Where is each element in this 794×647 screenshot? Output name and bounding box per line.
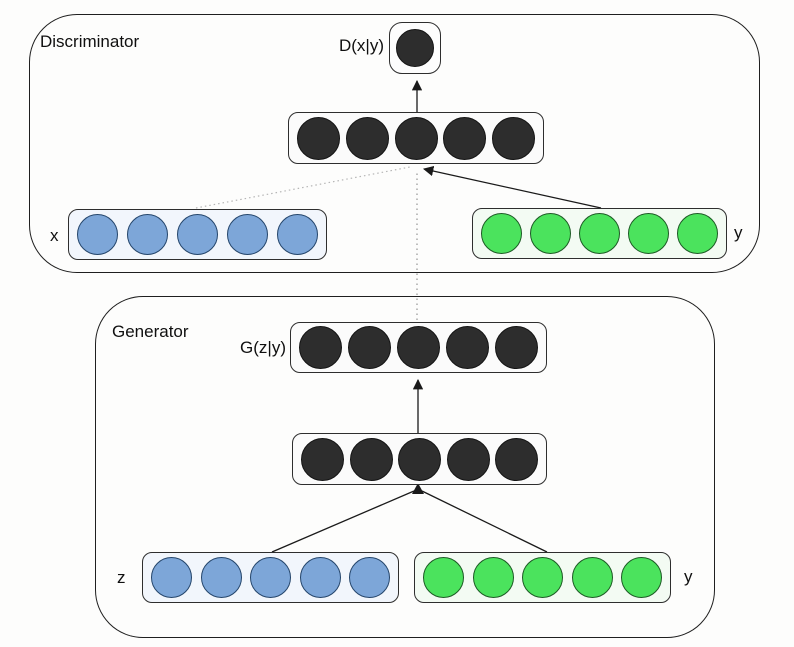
wire-z-to-hidden (271, 490, 415, 553)
generator-box (95, 296, 715, 638)
x-input-label: x (50, 226, 59, 245)
generator-input-y-node (472, 557, 514, 598)
generator-input-y-node (571, 557, 613, 598)
discriminator-output-layer (389, 22, 441, 74)
generator-input-y-node (522, 557, 563, 598)
discriminator-hidden-layer (288, 112, 544, 164)
wire-x-to-hidden-dotted (195, 166, 411, 209)
discriminator-y-layer (472, 208, 727, 259)
discriminator-input-x-node (277, 214, 318, 255)
generator-input-y-node (621, 557, 662, 598)
generator-output-node (397, 326, 440, 369)
z-input-label: z (117, 568, 126, 587)
discriminator-hidden-node (345, 116, 389, 160)
generator-input-z-node (349, 557, 390, 598)
discriminator-input-y-node (579, 213, 620, 254)
generator-output-node (446, 326, 489, 369)
discriminator-hidden-node (297, 116, 340, 160)
arrow-y-to-hidden (422, 165, 602, 209)
generator-y-layer (414, 552, 671, 603)
generator-output-node (495, 326, 538, 369)
generator-label: Generator (112, 322, 189, 341)
generator-hidden-layer (292, 433, 547, 485)
generator-y-input-label: y (684, 567, 693, 586)
discriminator-hidden-node (443, 116, 487, 160)
generator-input-z-node (151, 557, 192, 598)
discriminator-box (29, 14, 760, 273)
discriminator-label: Discriminator (40, 32, 140, 51)
discriminator-input-y-node (530, 213, 571, 254)
generator-hidden-node (301, 437, 344, 481)
discriminator-input-y-node (481, 213, 522, 254)
generator-hidden-node (495, 437, 538, 481)
discriminator-y-input-label: y (734, 223, 743, 242)
generator-hidden-node (398, 437, 441, 481)
generator-output-layer (290, 322, 547, 373)
generator-input-z-node (250, 557, 291, 598)
generator-hidden-node (349, 437, 393, 481)
discriminator-input-x-node (177, 214, 218, 255)
generator-output-node (348, 326, 391, 369)
discriminator-input-x-node (127, 214, 168, 255)
discriminator-hidden-node (394, 116, 438, 160)
generator-output-label: G(z|y) (240, 338, 286, 357)
arrowhead-gen-hidden (412, 483, 424, 494)
discriminator-input-x-node (77, 214, 118, 255)
generator-output-node (299, 326, 342, 369)
discriminator-hidden-node (492, 116, 535, 160)
discriminator-x-layer (68, 209, 327, 260)
wire-gen-y-to-hidden (421, 490, 548, 553)
discriminator-input-x-node (227, 214, 268, 255)
generator-z-layer (142, 552, 399, 603)
discriminator-input-y-node (677, 213, 718, 254)
generator-hidden-node (446, 437, 490, 481)
generator-input-z-node (200, 557, 242, 598)
discriminator-output-node-node (396, 29, 434, 67)
generator-input-y-node (423, 557, 464, 598)
discriminator-input-y-node (628, 213, 669, 254)
discriminator-output-label: D(x|y) (338, 36, 384, 55)
generator-input-z-node (299, 557, 341, 598)
